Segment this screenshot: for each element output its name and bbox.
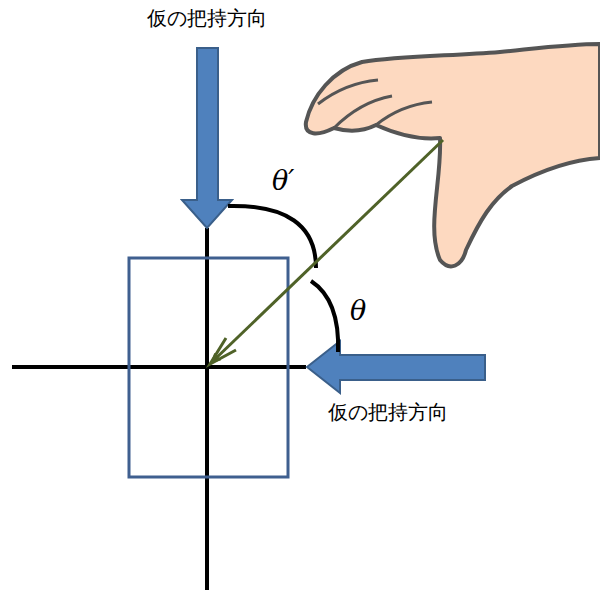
- angle-label: θ: [350, 296, 366, 326]
- angle-arc: [228, 206, 316, 268]
- approach-arrow: [212, 140, 443, 362]
- approach-arrowhead: [210, 338, 236, 364]
- grasp-arrow: [182, 48, 232, 228]
- hand-illustration: [306, 44, 600, 266]
- object-outline: [129, 258, 288, 477]
- direction-label: 仮の把持方向: [328, 400, 448, 424]
- vertical-axis: [205, 228, 209, 590]
- grasp-arrow: [307, 341, 485, 393]
- direction-label: 仮の把持方向: [147, 6, 267, 30]
- angle-arc: [311, 281, 338, 352]
- angle-label: θ′: [272, 166, 294, 196]
- horizontal-axis: [12, 365, 306, 369]
